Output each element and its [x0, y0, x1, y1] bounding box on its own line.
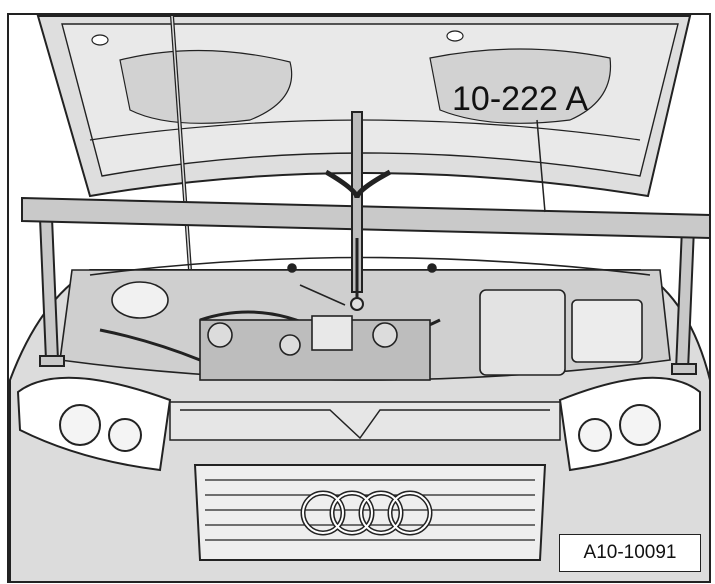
- tool-callout-label: 10-222 A: [452, 80, 588, 118]
- engine-support-crossbar: [21, 196, 711, 240]
- engine-bay: [59, 256, 671, 381]
- open-hood: [36, 15, 692, 198]
- tool-support-legs: [38, 217, 697, 375]
- figure-id-label: A10-10091: [559, 534, 701, 572]
- threaded-spindle: [324, 111, 392, 311]
- battery: [571, 299, 643, 363]
- air-filter-box: [479, 289, 566, 376]
- coolant-reservoir: [111, 281, 169, 319]
- callout-leader-line: [536, 119, 546, 213]
